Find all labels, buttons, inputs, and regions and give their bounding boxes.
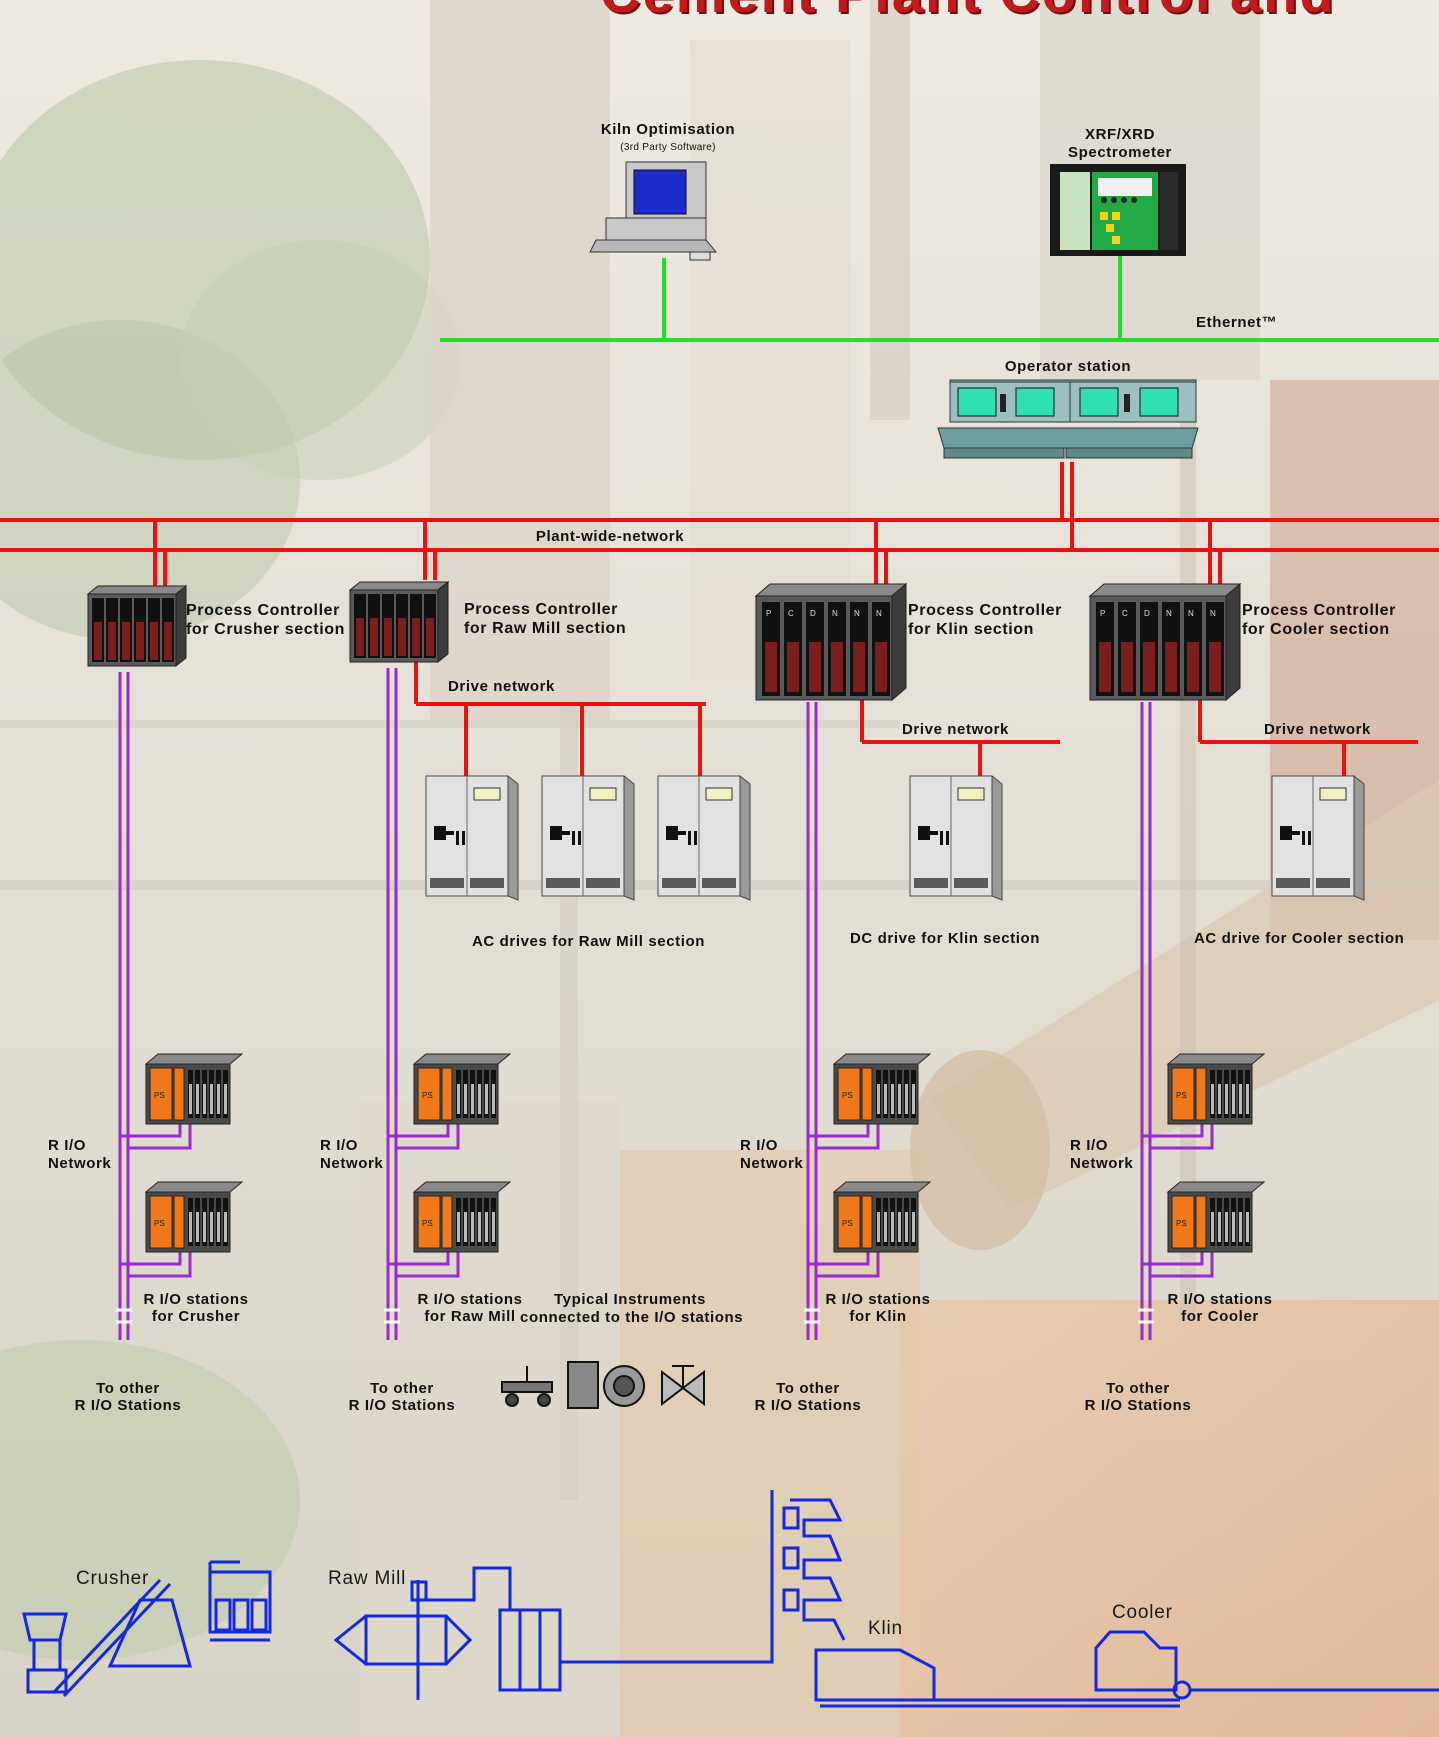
cooler-rio-network-label-2: Network xyxy=(1070,1155,1134,1172)
raw-mill-rio-network-label-2: Network xyxy=(320,1155,384,1172)
raw-mill-controller-label-1: Process Controller xyxy=(464,601,618,618)
kiln-optimisation-title: Kiln Optimisation xyxy=(600,121,736,138)
crusher-controller-label-1: Process Controller xyxy=(186,602,340,619)
cooler-rio-network-label-1: R I/O xyxy=(1070,1137,1109,1154)
klin-rio-stations-label-2: for Klin xyxy=(849,1308,907,1325)
crusher-controller-label-2: for Crusher section xyxy=(186,621,345,638)
xrf-spectrometer-icon xyxy=(1050,164,1186,256)
klin-controller-label-2: for Klin section xyxy=(908,621,1035,638)
cooler-ac-drive xyxy=(1271,775,1365,901)
instruments-label-1: Typical Instruments xyxy=(554,1291,706,1308)
raw-mill-ac-drive xyxy=(425,775,751,901)
crusher-controller-rack xyxy=(87,585,187,667)
klin-rio-network-label-2: Network xyxy=(740,1155,804,1172)
rio-network xyxy=(118,668,1214,1340)
raw-mill-drives-label: AC drives for Raw Mill section xyxy=(472,933,706,950)
raw-mill-rio-stations-label-2: for Raw Mill xyxy=(424,1308,516,1325)
crusher-rio-stations-label-1: R I/O stations xyxy=(143,1291,249,1308)
crusher-to-other-label-2: R I/O Stations xyxy=(74,1397,182,1414)
operator-station-icon xyxy=(937,379,1199,459)
xrf-label-line2: Spectrometer xyxy=(1068,144,1172,161)
crusher-to-other-label-1: To other xyxy=(96,1380,160,1397)
cooler-drive-network-label: Drive network xyxy=(1264,721,1371,738)
raw-mill-controller-label-2: for Raw Mill section xyxy=(464,620,627,637)
crusher-rio-stations xyxy=(145,1053,243,1253)
stage-crusher-label: Crusher xyxy=(76,1568,150,1589)
instruments-icon xyxy=(501,1361,705,1409)
plant-wide-network-label: Plant-wide-network xyxy=(535,528,685,545)
cooler-controller-rack xyxy=(1089,583,1241,701)
klin-drive-network-label: Drive network xyxy=(902,721,1009,738)
cooler-drive-label: AC drive for Cooler section xyxy=(1194,930,1405,947)
klin-to-other-label-2: R I/O Stations xyxy=(754,1397,862,1414)
cooler-rio-stations xyxy=(1167,1053,1265,1253)
klin-drive-label: DC drive for Klin section xyxy=(850,930,1041,947)
instruments-label-2: connected to the I/O stations xyxy=(520,1309,744,1326)
klin-controller-rack xyxy=(755,583,907,701)
kiln-optimisation-computer-icon xyxy=(589,161,718,261)
stage-klin-label: Klin xyxy=(868,1618,903,1639)
page-title: Cement Plant Control and xyxy=(600,0,1336,25)
kiln-optimisation-subtitle: (3rd Party Software) xyxy=(620,142,716,153)
klin-rio-stations xyxy=(833,1053,931,1253)
raw-mill-rio-network-label-1: R I/O xyxy=(320,1137,359,1154)
plant-wide-network xyxy=(0,462,1439,776)
ethernet-network xyxy=(440,254,1439,342)
klin-controller-label-1: Process Controller xyxy=(908,602,1062,619)
cooler-controller-label-2: for Cooler section xyxy=(1242,621,1390,638)
cooler-to-other-label-2: R I/O Stations xyxy=(1084,1397,1192,1414)
cooler-rio-stations-label-2: for Cooler xyxy=(1181,1308,1259,1325)
process-flow-diagram xyxy=(22,1490,1439,1708)
cooler-to-other-label-1: To other xyxy=(1106,1380,1170,1397)
raw-mill-to-other-label-1: To other xyxy=(370,1380,434,1397)
xrf-label-line1: XRF/XRD xyxy=(1084,126,1156,143)
ethernet-label: Ethernet™ xyxy=(1196,314,1278,331)
raw-mill-to-other-label-2: R I/O Stations xyxy=(348,1397,456,1414)
operator-station-label: Operator station xyxy=(1004,358,1132,375)
rio-network-dashed-ends xyxy=(116,1308,1154,1324)
crusher-rio-network-label-1: R I/O xyxy=(48,1137,87,1154)
cooler-controller-label-1: Process Controller xyxy=(1242,602,1396,619)
klin-dc-drive xyxy=(909,775,1003,901)
cooler-rio-stations-label-1: R I/O stations xyxy=(1167,1291,1273,1308)
stage-raw-mill-label: Raw Mill xyxy=(328,1568,407,1589)
stage-cooler-label: Cooler xyxy=(1112,1602,1173,1623)
crusher-rio-network-label-2: Network xyxy=(48,1155,112,1172)
raw-mill-rio-stations xyxy=(413,1053,511,1253)
klin-to-other-label-1: To other xyxy=(776,1380,840,1397)
raw-mill-rio-stations-label-1: R I/O stations xyxy=(417,1291,523,1308)
raw-mill-controller-rack xyxy=(349,581,449,663)
klin-rio-network-label-1: R I/O xyxy=(740,1137,779,1154)
crusher-rio-stations-label-2: for Crusher xyxy=(151,1308,241,1325)
raw-mill-drive-network-label: Drive network xyxy=(448,678,555,695)
klin-rio-stations-label-1: R I/O stations xyxy=(825,1291,931,1308)
